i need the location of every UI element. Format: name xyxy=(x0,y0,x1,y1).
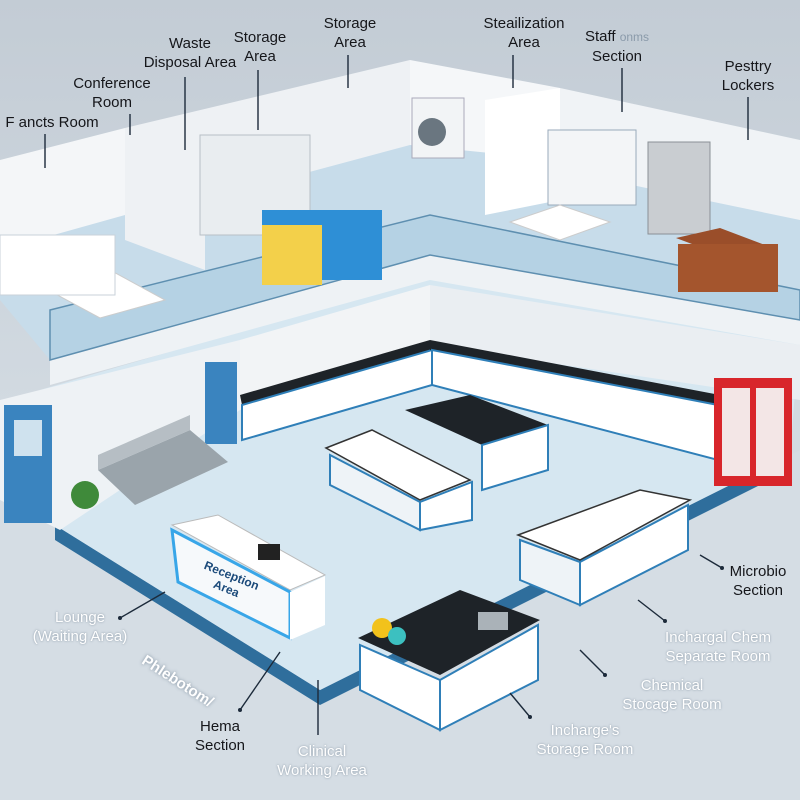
waiting-chairs-backs xyxy=(98,415,190,470)
label-line: Conference xyxy=(73,75,151,92)
label-line: Storage Room xyxy=(536,741,634,758)
staff-desk-front xyxy=(678,244,778,292)
label-line: Area xyxy=(508,34,540,51)
label-line: Incharge's xyxy=(550,722,620,739)
label-line: Area xyxy=(244,48,276,65)
sink xyxy=(478,612,508,630)
reception-monitor xyxy=(258,544,280,560)
leader-dots xyxy=(118,566,724,719)
island-center-front xyxy=(481,423,549,492)
island-left-side xyxy=(419,480,473,532)
back-counter-right-top xyxy=(430,340,720,405)
back-counter-left-top xyxy=(240,340,432,405)
cabinet-glass-right xyxy=(756,388,784,476)
leader-lines xyxy=(44,55,749,735)
island-right-top xyxy=(515,489,693,561)
lockers xyxy=(647,141,711,235)
label-line: Room xyxy=(91,94,132,111)
label-line: Separate Room xyxy=(665,648,771,665)
label-line: Area xyxy=(334,34,366,51)
label-line: Inchargal Chem xyxy=(665,629,771,646)
label-line: Disposal Area xyxy=(143,54,237,71)
label-line: Pesttry xyxy=(724,58,772,75)
label-line: Section xyxy=(591,48,643,65)
label-line: Storage xyxy=(323,15,377,32)
label-line: Waste xyxy=(169,35,211,52)
label-line: Steailization xyxy=(483,15,565,32)
label-line: Section xyxy=(732,582,784,599)
label-line: Microbio xyxy=(729,563,787,580)
cabinet-glass-left xyxy=(722,388,750,476)
side-door xyxy=(205,362,237,444)
lower-right-wall xyxy=(430,285,800,400)
washer-door xyxy=(418,118,446,146)
island-center-top xyxy=(405,395,548,445)
yellow-bins xyxy=(262,225,322,285)
label-line: Staff xyxy=(584,28,616,45)
glass-railing xyxy=(49,214,800,361)
label-lounge: Lounge (Waiting Area) xyxy=(33,608,127,646)
label-fancts-room: F ancts Room xyxy=(5,114,99,131)
reception-desk-top xyxy=(170,514,327,591)
yellow-container xyxy=(372,618,392,638)
label-line: Lounge xyxy=(54,609,106,626)
label-line: Working Area xyxy=(277,762,367,779)
label-line: Section xyxy=(194,737,246,754)
waiting-chairs xyxy=(98,430,228,505)
sink-counter-side xyxy=(439,623,539,732)
partition-wall xyxy=(485,88,560,215)
door-window xyxy=(14,420,42,456)
label-line: Lockers xyxy=(721,77,775,94)
sterilizers xyxy=(547,129,637,206)
upper-left-wall xyxy=(0,128,125,250)
label-line: Chemical xyxy=(640,677,704,694)
office-counter xyxy=(0,234,116,296)
plant xyxy=(71,481,99,509)
label-faded: onms xyxy=(619,30,650,44)
island-right-side xyxy=(579,503,689,607)
teal-container xyxy=(388,627,406,645)
label-line: Hema xyxy=(199,718,241,735)
reception-desk-side xyxy=(290,576,325,640)
label-line: Clinical xyxy=(297,743,347,760)
staff-table xyxy=(508,204,612,241)
lower-floor-base-edge xyxy=(55,455,790,705)
ground-floor xyxy=(0,420,800,800)
label-line: (Waiting Area) xyxy=(32,628,128,645)
lower-back-wall xyxy=(240,285,430,410)
island-left-top xyxy=(324,429,472,501)
label-line: Stocage Room xyxy=(622,696,722,713)
lower-left-wall xyxy=(0,340,240,530)
sink-counter-top xyxy=(358,590,540,675)
label-line: Storage xyxy=(233,29,287,46)
